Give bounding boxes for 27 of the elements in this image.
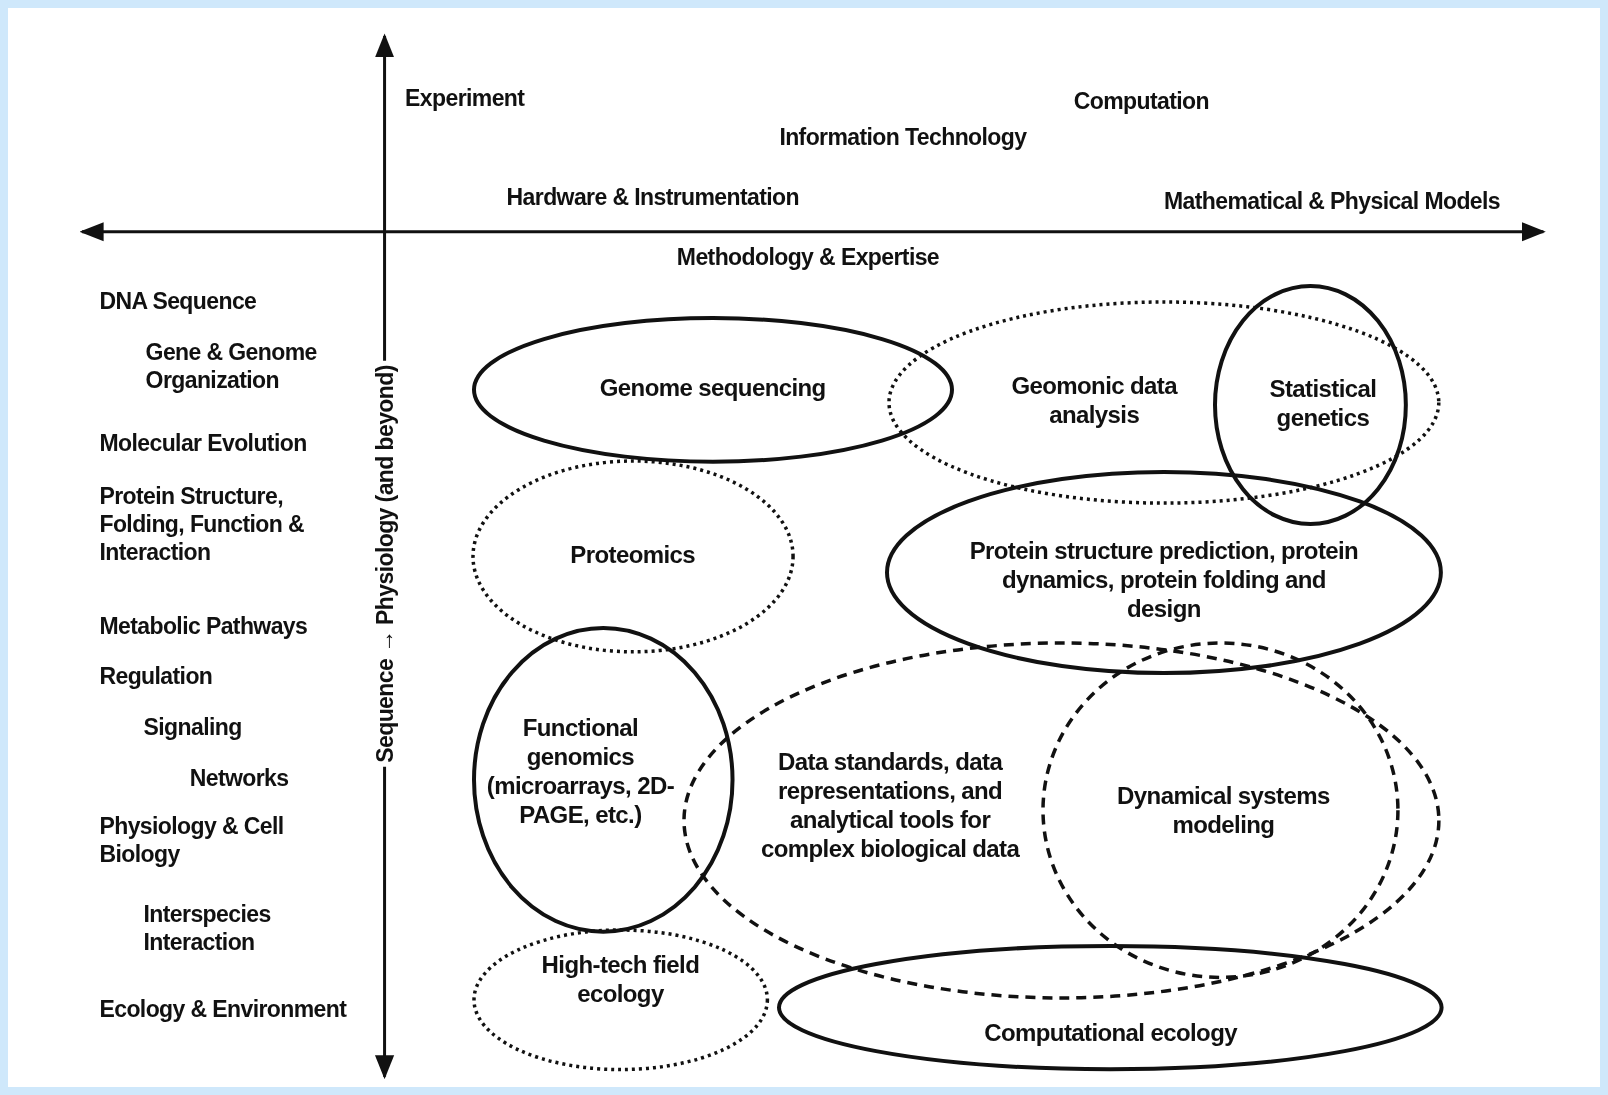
ellipse-label: Data standards, data representations, and analytical tools for complex biological data (760, 747, 1021, 863)
category-label: Protein Structure, Folding, Function & Interaction (99, 482, 305, 566)
category-label: Regulation (99, 662, 213, 691)
category-label: Ecology & Environment (99, 994, 347, 1023)
ellipse-label: Statistical genetics (1268, 374, 1378, 432)
category-label: Metabolic Pathways (99, 612, 308, 641)
ellipse-label: High-tech field ecology (540, 950, 701, 1009)
category-label: Networks (189, 764, 289, 792)
category-label: Interspecies Interaction (143, 900, 272, 957)
axis-label: Experiment (405, 84, 525, 113)
category-label: Gene & Genome Organization (145, 338, 318, 395)
ellipse-label: Dynamical systems modeling (1116, 781, 1331, 840)
category-label: DNA Sequence (99, 287, 257, 316)
ellipse-label: Genome sequencing (598, 373, 827, 403)
ellipse-label: Protein structure prediction, protein dynamics, protein folding and design (968, 535, 1360, 623)
axis-label: Methodology & Expertise (676, 243, 940, 272)
category-label: Molecular Evolution (99, 428, 307, 457)
ellipse-label: Functional genomics (microarrays, 2D-PAGE, etc.) (485, 713, 676, 830)
axis-label: Hardware & Instrumentation (506, 182, 799, 211)
category-label: Physiology & Cell Biology (99, 812, 285, 869)
category-label: Signaling (143, 712, 242, 741)
axis-label: Mathematical & Physical Models (1163, 186, 1501, 215)
ellipse-label: Proteomics (569, 540, 697, 570)
ellipse-label: Computational ecology (983, 1018, 1239, 1048)
axis-label: Computation (1073, 87, 1209, 116)
axis-label: Information Technology (779, 123, 1027, 152)
ellipse-label: Geomonic data analysis (1010, 370, 1179, 429)
